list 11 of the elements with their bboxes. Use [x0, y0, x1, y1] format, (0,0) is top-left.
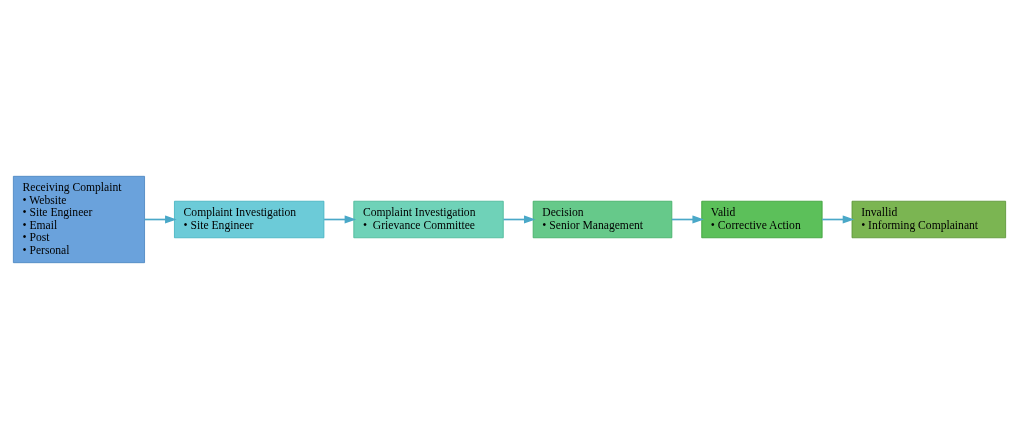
arrow: [323, 215, 357, 224]
node-box: Invallid • Informing Complainant: [851, 200, 1007, 239]
node-box: Complaint Investigation • Site Engineer: [174, 200, 325, 239]
arrow: [821, 215, 855, 224]
node-box: Complaint Investigation • Grievance Committee: [353, 200, 504, 239]
node-box: Decision • Senior Management: [532, 200, 673, 239]
node-box: Receiving Complaint • Website • Site Engineer • Email • Post • Personal: [12, 175, 145, 264]
arrow: [502, 215, 536, 224]
arrow: [143, 215, 177, 224]
arrow: [671, 215, 705, 224]
node-box: Valid • Corrective Action: [701, 200, 823, 239]
